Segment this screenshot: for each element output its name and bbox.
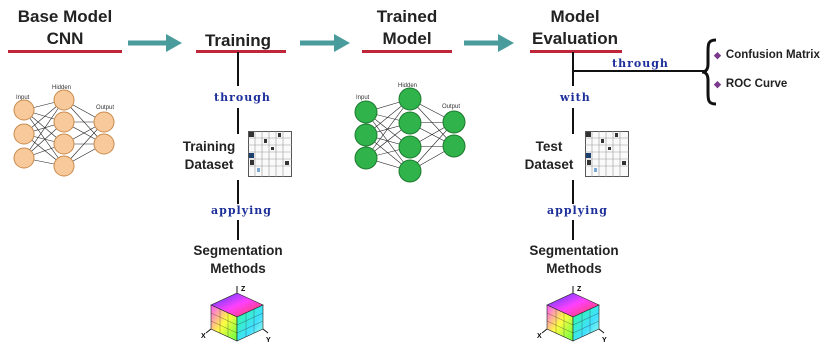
diamond-bullet-icon: ◆	[714, 79, 721, 89]
x-axis-label: X	[537, 333, 542, 340]
stage-title-trained-model: Trained Model	[376, 7, 438, 48]
base-model-underline	[8, 50, 122, 53]
segmentation-methods-label-training: Segmentation Methods	[193, 243, 283, 276]
trained-neural-network-icon: Input Hidden Output	[354, 83, 466, 183]
metric-item-confusion-matrix: ◆Confusion Matrix	[714, 49, 820, 61]
x-axis-label: X	[201, 333, 206, 340]
training-underline	[196, 50, 286, 53]
stage-title-training: Training	[204, 31, 272, 50]
segmentation-methods-label-evaluation: Segmentation Methods	[529, 243, 619, 276]
through-label-evaluation: through	[610, 57, 671, 70]
y-axis-label: Y	[602, 337, 607, 344]
evaluation-connector-line	[572, 52, 574, 86]
training-connector-line	[237, 52, 239, 86]
arrow-icon	[464, 34, 514, 52]
training-connector-line	[237, 220, 239, 240]
z-axis-label: Z	[577, 286, 582, 293]
base-neural-network-icon: Input Hidden Output	[13, 85, 115, 177]
dataset-grid-icon	[248, 131, 292, 177]
applying-label-training: applying	[209, 204, 274, 217]
nn-input-label: Input	[356, 95, 370, 101]
arrow-icon	[300, 34, 350, 52]
stage-title-model-evaluation: Model Evaluation	[532, 7, 618, 48]
through-label-training: through	[212, 91, 273, 104]
dataset-grid-icon	[585, 131, 629, 177]
trained-model-underline	[362, 50, 452, 53]
applying-label-evaluation: applying	[545, 204, 610, 217]
training-connector-line	[237, 108, 239, 134]
evaluation-connector-line	[572, 220, 574, 240]
y-axis-label: Y	[266, 337, 271, 344]
metric-item-roc-curve: ◆ROC Curve	[714, 78, 788, 90]
z-axis-label: Z	[241, 286, 246, 293]
nn-output-label: Output	[442, 104, 460, 110]
rgb-color-cube-icon: Z X Y	[201, 286, 271, 344]
nn-input-label: Input	[16, 95, 30, 101]
test-dataset-label: Test Dataset	[524, 139, 574, 172]
nn-output-label: Output	[96, 105, 114, 111]
evaluation-branch-line	[573, 70, 707, 72]
training-connector-line	[237, 180, 239, 204]
with-label-evaluation: with	[558, 91, 593, 104]
nn-hidden-label: Hidden	[52, 85, 71, 91]
evaluation-connector-line	[572, 108, 574, 134]
diamond-bullet-icon: ◆	[714, 50, 721, 60]
arrow-icon	[128, 34, 182, 52]
stage-title-base-model: Base Model CNN	[17, 7, 113, 48]
rgb-color-cube-icon: Z X Y	[537, 286, 607, 344]
training-dataset-label: Training Dataset	[182, 139, 236, 172]
nn-hidden-label: Hidden	[398, 83, 417, 89]
evaluation-underline	[530, 50, 622, 53]
curly-brace-icon	[701, 38, 717, 106]
evaluation-connector-line	[572, 180, 574, 204]
